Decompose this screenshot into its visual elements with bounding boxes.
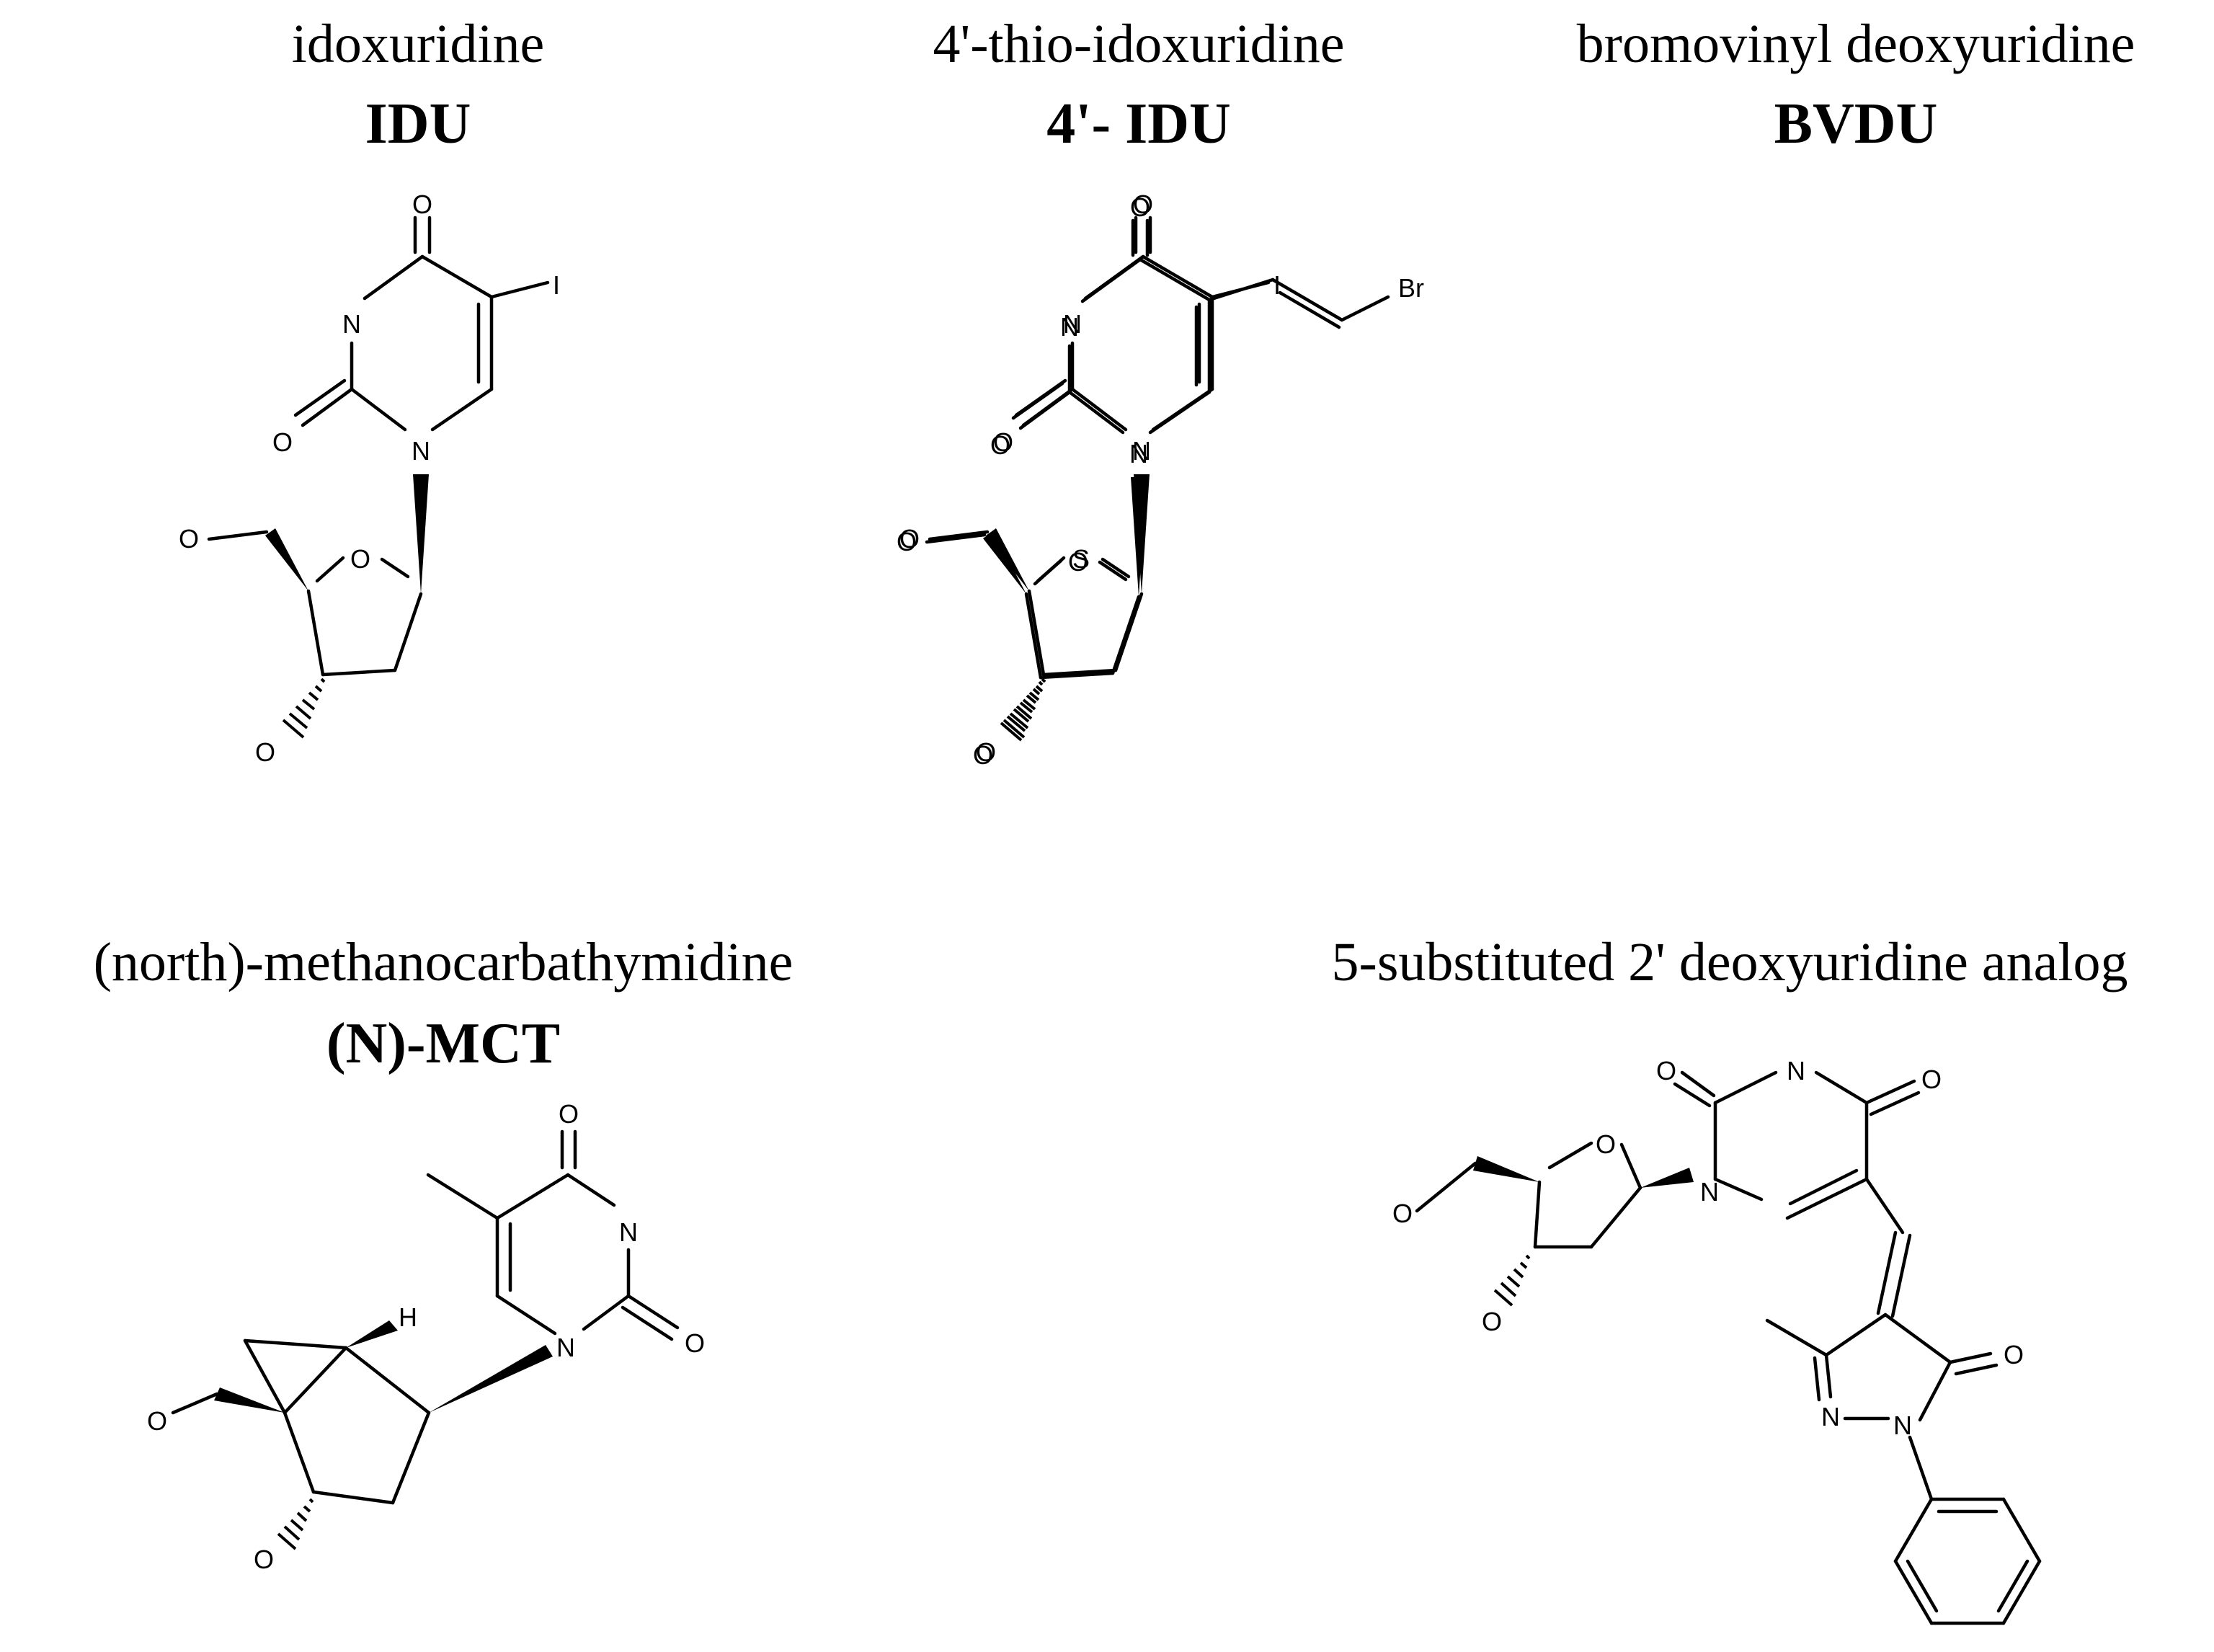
svg-text:O: O [1656,1056,1676,1085]
compound-1-abbr: IDU [365,92,471,156]
svg-text:N: N [619,1217,638,1247]
structure-idu: O I N O N O O O [179,190,560,767]
svg-text:O: O [179,524,199,554]
svg-text:I: I [553,270,560,300]
structure-deoxyuridine-analog: O N O N O O O O N N [1392,1056,2042,1625]
compound-2-abbr: 4'- IDU [1046,92,1231,156]
compound-3-name: bromovinyl deoxyuridine [1577,14,2135,74]
svg-text:O: O [1133,190,1153,219]
svg-text:O: O [973,740,993,770]
compound-3-abbr: BVDU [1774,92,1938,156]
svg-text:O: O [350,544,370,574]
svg-text:S: S [1072,544,1090,574]
svg-text:Br: Br [1398,273,1424,303]
svg-text:N: N [1787,1056,1805,1085]
svg-text:O: O [1921,1065,1942,1094]
svg-text:N: N [1132,436,1151,466]
structure-4-idu: O I N O N S O O [899,190,1281,767]
svg-text:N: N [412,436,430,466]
svg-text:O: O [976,737,996,767]
svg-text:O: O [993,427,1013,457]
svg-text:O: O [1130,192,1150,222]
structure-bvdu: O Br N O N O O O [897,192,1424,770]
svg-text:N: N [342,309,361,339]
svg-text:N: N [556,1333,575,1362]
compound-2-name: 4'-thio-idoxuridine [933,14,1345,74]
svg-text:O: O [1482,1307,1502,1336]
svg-text:O: O [272,427,293,457]
svg-text:O: O [899,524,920,554]
svg-text:N: N [1063,309,1082,339]
svg-text:N: N [1700,1177,1719,1207]
svg-text:O: O [255,737,275,767]
svg-text:O: O [1392,1199,1413,1228]
svg-text:O: O [412,190,432,219]
svg-text:O: O [1068,547,1088,577]
svg-text:O: O [685,1328,705,1358]
svg-text:O: O [990,430,1010,460]
structure-n-mct: O N O N H O O [147,1099,705,1574]
svg-text:N: N [1821,1402,1840,1431]
compound-5-name: 5-substituted 2' deoxyuridine analog [1332,932,2128,992]
compound-1-name: idoxuridine [292,14,544,74]
svg-text:O: O [147,1406,167,1436]
svg-text:O: O [1596,1129,1616,1159]
svg-text:N: N [1129,439,1148,468]
svg-text:N: N [1060,312,1079,342]
svg-text:N: N [1893,1411,1912,1440]
svg-text:O: O [897,527,917,556]
svg-text:O: O [2004,1340,2024,1369]
compound-4-name: (north)-methanocarbathymidine [94,932,793,992]
svg-text:O: O [559,1099,579,1129]
compound-4-abbr: (N)-MCT [326,1012,560,1075]
svg-text:H: H [399,1302,417,1332]
svg-text:O: O [254,1545,274,1574]
svg-text:I: I [1273,270,1281,300]
